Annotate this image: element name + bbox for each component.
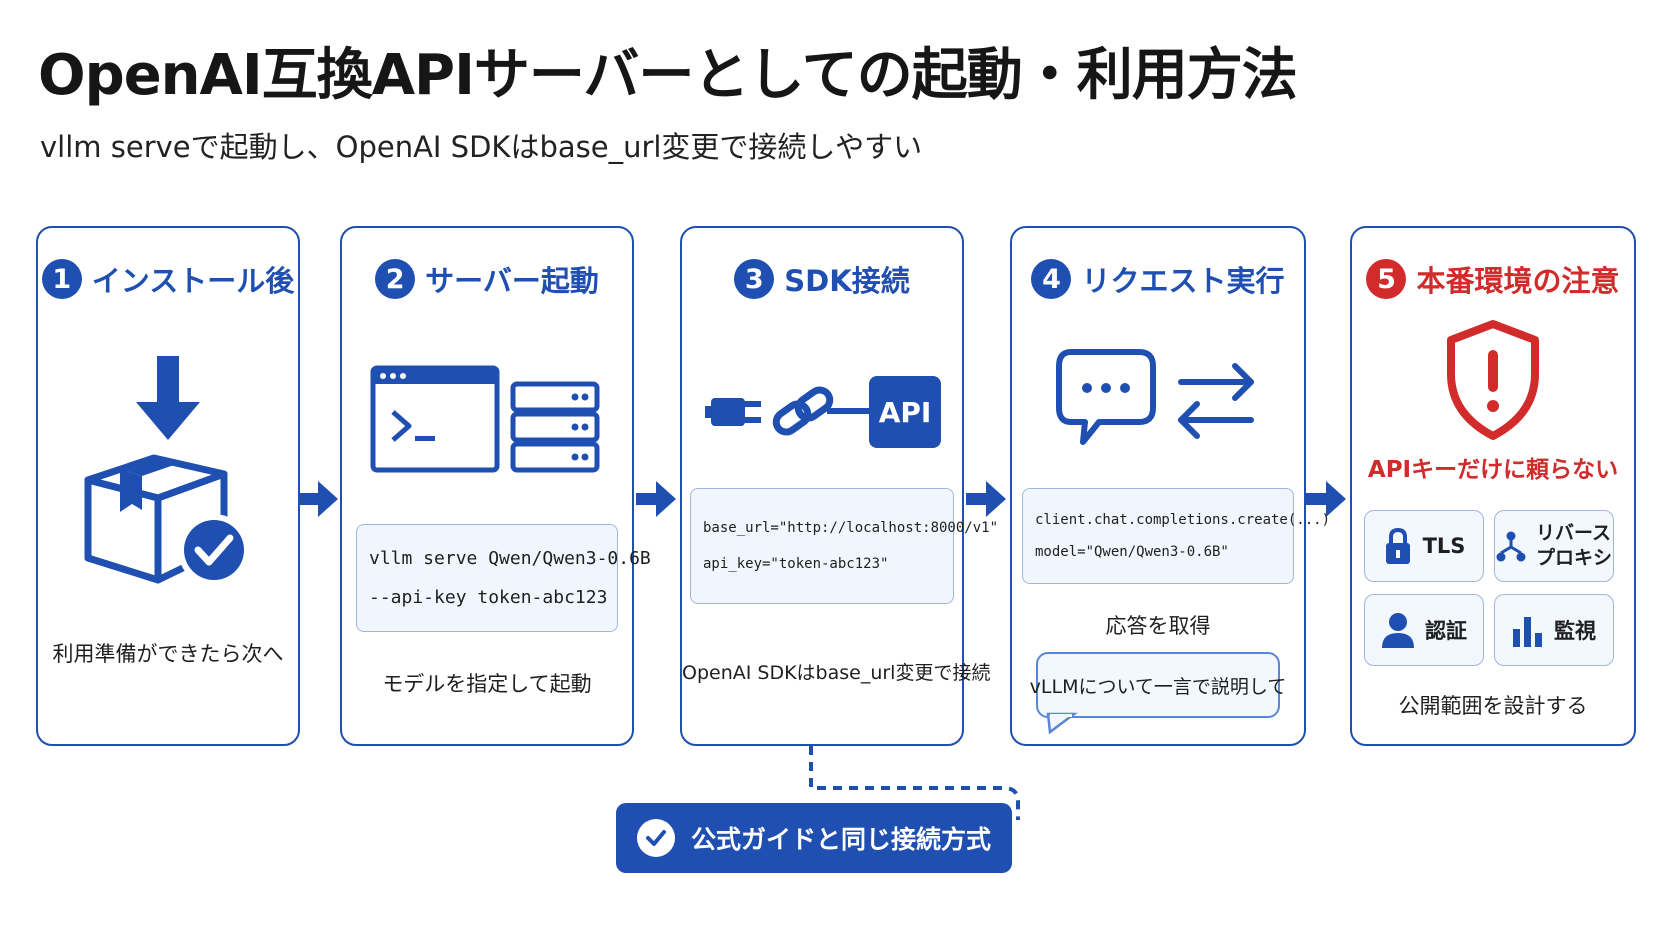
arrow-right-icon bbox=[1306, 481, 1346, 517]
step-caption: 応答を取得 bbox=[1105, 614, 1211, 638]
step-header: 5 本番環境の注意 bbox=[1352, 258, 1634, 300]
warning-text: APIキーだけに頼らない bbox=[1367, 457, 1619, 483]
step-header: 4 リクエスト実行 bbox=[1012, 258, 1304, 300]
step-title: インストール後 bbox=[91, 264, 295, 298]
dashed-connector bbox=[809, 746, 1020, 820]
request-code-box: client.chat.completions.create(...) mode… bbox=[1022, 488, 1331, 584]
step-title: サーバー起動 bbox=[425, 264, 599, 298]
arrow-right-icon bbox=[966, 481, 1006, 517]
tile-auth: 認証 bbox=[1364, 594, 1484, 666]
step-title: 本番環境の注意 bbox=[1416, 264, 1620, 298]
terminal-server-icon bbox=[342, 364, 632, 476]
arrow-right-icon bbox=[298, 481, 338, 517]
tile-monitoring: 監視 bbox=[1494, 594, 1614, 666]
code-line: api_key="token-abc123" bbox=[703, 556, 889, 572]
tile-label: 認証 bbox=[1425, 619, 1467, 643]
code-line: vllm serve Qwen/Qwen3-0.6B bbox=[369, 548, 651, 569]
step-title: SDK接続 bbox=[784, 264, 910, 298]
chat-exchange-icon bbox=[1012, 344, 1304, 454]
plug-link-api-icon: API bbox=[682, 372, 962, 452]
step-number: 4 bbox=[1031, 259, 1072, 299]
prompt-text: vLLMについて一言で説明して bbox=[1029, 675, 1287, 698]
step-number: 3 bbox=[734, 259, 775, 299]
step-card-server-start: 2 サーバー起動 vllm serve Qwen/Qwen3-0.6B --ap… bbox=[340, 226, 651, 746]
plug-chain-icon bbox=[705, 386, 869, 436]
bubble-tail bbox=[1046, 712, 1078, 735]
arrow-right-icon bbox=[636, 481, 676, 517]
code-line: client.chat.completions.create(...) bbox=[1035, 512, 1331, 528]
api-label: API bbox=[878, 395, 932, 429]
network-icon bbox=[1496, 531, 1526, 562]
bar-chart-icon bbox=[1513, 617, 1542, 647]
tile-label: 監視 bbox=[1554, 619, 1596, 643]
step-caption: OpenAI SDKはbase_url変更で接続 bbox=[682, 662, 991, 684]
step-card-request: 4 リクエスト実行 client.chat.completions.create… bbox=[1010, 226, 1331, 746]
code-line: model="Qwen/Qwen3-0.6B" bbox=[1035, 544, 1229, 560]
step-caption: モデルを指定して起動 bbox=[382, 672, 592, 696]
tile-reverse-proxy: リバース プロキシ bbox=[1494, 510, 1614, 582]
step-number: 5 bbox=[1366, 259, 1407, 299]
tile-label: リバース プロキシ bbox=[1536, 521, 1612, 571]
prompt-bubble: vLLMについて一言で説明して bbox=[1030, 652, 1286, 718]
step-header: 1 インストール後 bbox=[38, 258, 298, 300]
step-number: 2 bbox=[375, 259, 416, 299]
check-icon bbox=[636, 819, 675, 857]
official-guide-badge: 公式ガイドと同じ接続方式 bbox=[616, 803, 1012, 873]
tile-label-line: プロキシ bbox=[1535, 547, 1612, 569]
package-download-icon bbox=[38, 352, 298, 588]
step-card-install: 1 インストール後 利用準備ができたら次へ bbox=[36, 226, 300, 746]
lock-icon bbox=[1385, 527, 1410, 564]
tile-label-line: リバース bbox=[1535, 522, 1612, 544]
step-number: 1 bbox=[41, 259, 82, 299]
code-line: --api-key token-abc123 bbox=[369, 587, 608, 608]
user-icon bbox=[1382, 613, 1414, 648]
shield-alert-icon bbox=[1352, 318, 1634, 442]
step-header: 3 SDK接続 bbox=[682, 258, 962, 300]
tile-label: TLS bbox=[1422, 534, 1466, 558]
step-card-sdk-connect: 3 SDK接続 API base_url="http://localhost:8… bbox=[680, 226, 999, 746]
step-title: リクエスト実行 bbox=[1081, 264, 1285, 298]
step-header: 2 サーバー起動 bbox=[342, 258, 632, 300]
page-subtitle: vllm serveで起動し、OpenAI SDKはbase_url変更で接続し… bbox=[40, 130, 923, 164]
page-title: OpenAI互換APIサーバーとしての起動・利用方法 bbox=[38, 43, 1298, 108]
api-label-box: API bbox=[869, 376, 941, 448]
step-caption: 公開範囲を設計する bbox=[1398, 694, 1588, 718]
step-caption: 利用準備ができたら次へ bbox=[52, 642, 284, 666]
tile-tls: TLS bbox=[1364, 510, 1484, 582]
badge-label: 公式ガイドと同じ接続方式 bbox=[690, 825, 991, 854]
step-card-production: 5 本番環境の注意 APIキーだけに頼らない TLS リバース プロキシ bbox=[1350, 226, 1636, 746]
command-code-box: vllm serve Qwen/Qwen3-0.6B --api-key tok… bbox=[356, 524, 651, 632]
connection-code-box: base_url="http://localhost:8000/v1" api_… bbox=[690, 488, 999, 604]
code-line: base_url="http://localhost:8000/v1" bbox=[703, 520, 999, 536]
